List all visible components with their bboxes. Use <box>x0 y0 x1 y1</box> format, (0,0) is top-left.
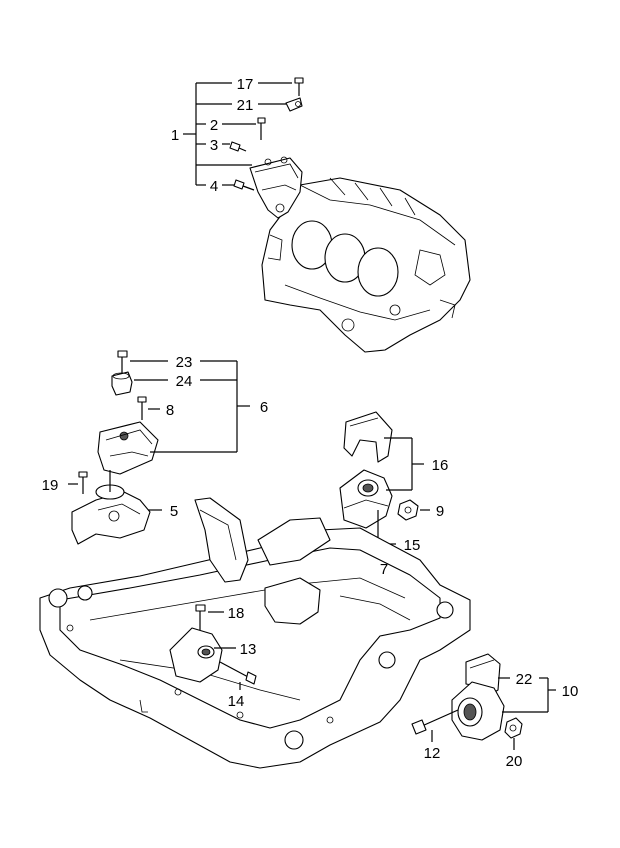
engine-mount-5 <box>71 470 151 545</box>
mount-13 <box>169 627 223 683</box>
mount-10 <box>451 681 505 741</box>
callout-3: 3 <box>210 137 218 154</box>
front-subframe <box>39 497 471 769</box>
callout-9: 9 <box>436 503 444 520</box>
callout-18: 18 <box>228 605 245 622</box>
bolt-23 <box>117 350 128 374</box>
group-16-leaders <box>362 437 430 569</box>
callout-6: 6 <box>260 399 268 416</box>
bolt-8 <box>137 396 147 420</box>
bolt-18 <box>195 604 206 630</box>
nut-20 <box>504 717 523 739</box>
callout-20: 20 <box>506 753 523 770</box>
mount-7 <box>339 469 393 529</box>
callout-15: 15 <box>404 537 421 554</box>
callout-13: 13 <box>240 641 257 658</box>
group-1-leaders <box>183 82 292 186</box>
callout-14: 14 <box>228 693 245 710</box>
callout-21: 21 <box>237 97 254 114</box>
callout-7: 7 <box>380 561 388 578</box>
spring-washer-21 <box>285 97 303 112</box>
engine-mount-bracket-1 <box>249 156 303 219</box>
bolt-12 <box>411 709 459 735</box>
callout-1: 1 <box>171 127 179 144</box>
callout-16: 16 <box>432 457 449 474</box>
group-13-leaders <box>208 611 241 690</box>
cover-16 <box>343 411 393 463</box>
callout-19: 19 <box>42 477 59 494</box>
engine-block <box>261 177 471 353</box>
callout-24: 24 <box>176 373 193 390</box>
nut-9 <box>397 499 419 521</box>
callout-8: 8 <box>166 402 174 419</box>
bolt-2 <box>257 117 266 140</box>
callout-10: 10 <box>562 683 579 700</box>
bracket-6 <box>97 421 159 475</box>
bolt-3 <box>229 141 247 152</box>
insulator-24 <box>111 371 133 396</box>
bolt-4 <box>233 179 255 191</box>
group-6-leaders <box>68 360 250 511</box>
callout-22: 22 <box>516 671 533 688</box>
callout-12: 12 <box>424 745 441 762</box>
callout-4: 4 <box>210 178 218 195</box>
callout-5: 5 <box>170 503 178 520</box>
group-10-leaders <box>431 677 556 750</box>
bolt-14 <box>219 661 257 685</box>
callout-17: 17 <box>237 76 254 93</box>
callout-2: 2 <box>210 117 218 134</box>
bolt-17 <box>294 77 304 96</box>
callout-labels: 17 21 2 1 3 4 23 24 6 8 19 5 16 9 15 7 1… <box>42 76 579 770</box>
bolt-19 <box>78 471 88 494</box>
callout-23: 23 <box>176 354 193 371</box>
